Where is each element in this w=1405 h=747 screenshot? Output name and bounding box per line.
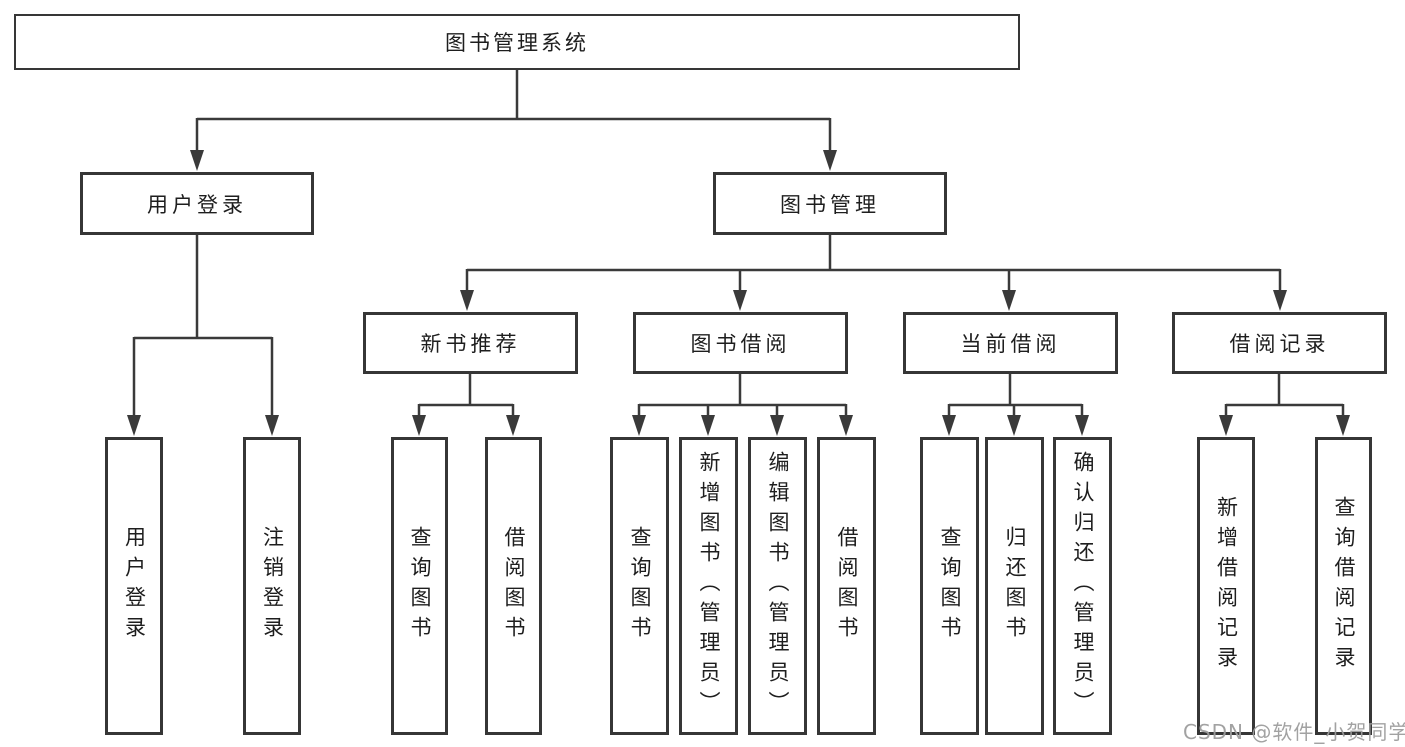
node-borrow-books-recommend: 借阅图书 [485,437,542,735]
node-book-borrow: 图书借阅 [633,312,848,374]
node-library-system: 图书管理系统 [14,14,1020,70]
node-user-login-group: 用户登录 [80,172,314,235]
node-query-borrow-record: 查询借阅记录 [1315,437,1372,735]
node-edit-books-admin: 编辑图书（管理员） [748,437,807,735]
node-return-books: 归还图书 [985,437,1044,735]
node-user-login: 用户登录 [105,437,163,735]
node-query-books-current: 查询图书 [920,437,979,735]
node-borrow-records: 借阅记录 [1172,312,1387,374]
node-new-book-recommend: 新书推荐 [363,312,578,374]
node-add-books-admin: 新增图书（管理员） [679,437,738,735]
node-add-borrow-record: 新增借阅记录 [1197,437,1255,735]
node-logout-login: 注销登录 [243,437,301,735]
node-confirm-return-admin: 确认归还（管理员） [1053,437,1112,735]
node-query-books-borrow: 查询图书 [610,437,669,735]
csdn-watermark: CSDN @软件_小贺同学 [1183,720,1405,744]
node-query-books-recommend: 查询图书 [391,437,448,735]
node-current-borrow: 当前借阅 [903,312,1118,374]
node-book-management: 图书管理 [713,172,947,235]
node-borrow-books-borrow: 借阅图书 [817,437,876,735]
